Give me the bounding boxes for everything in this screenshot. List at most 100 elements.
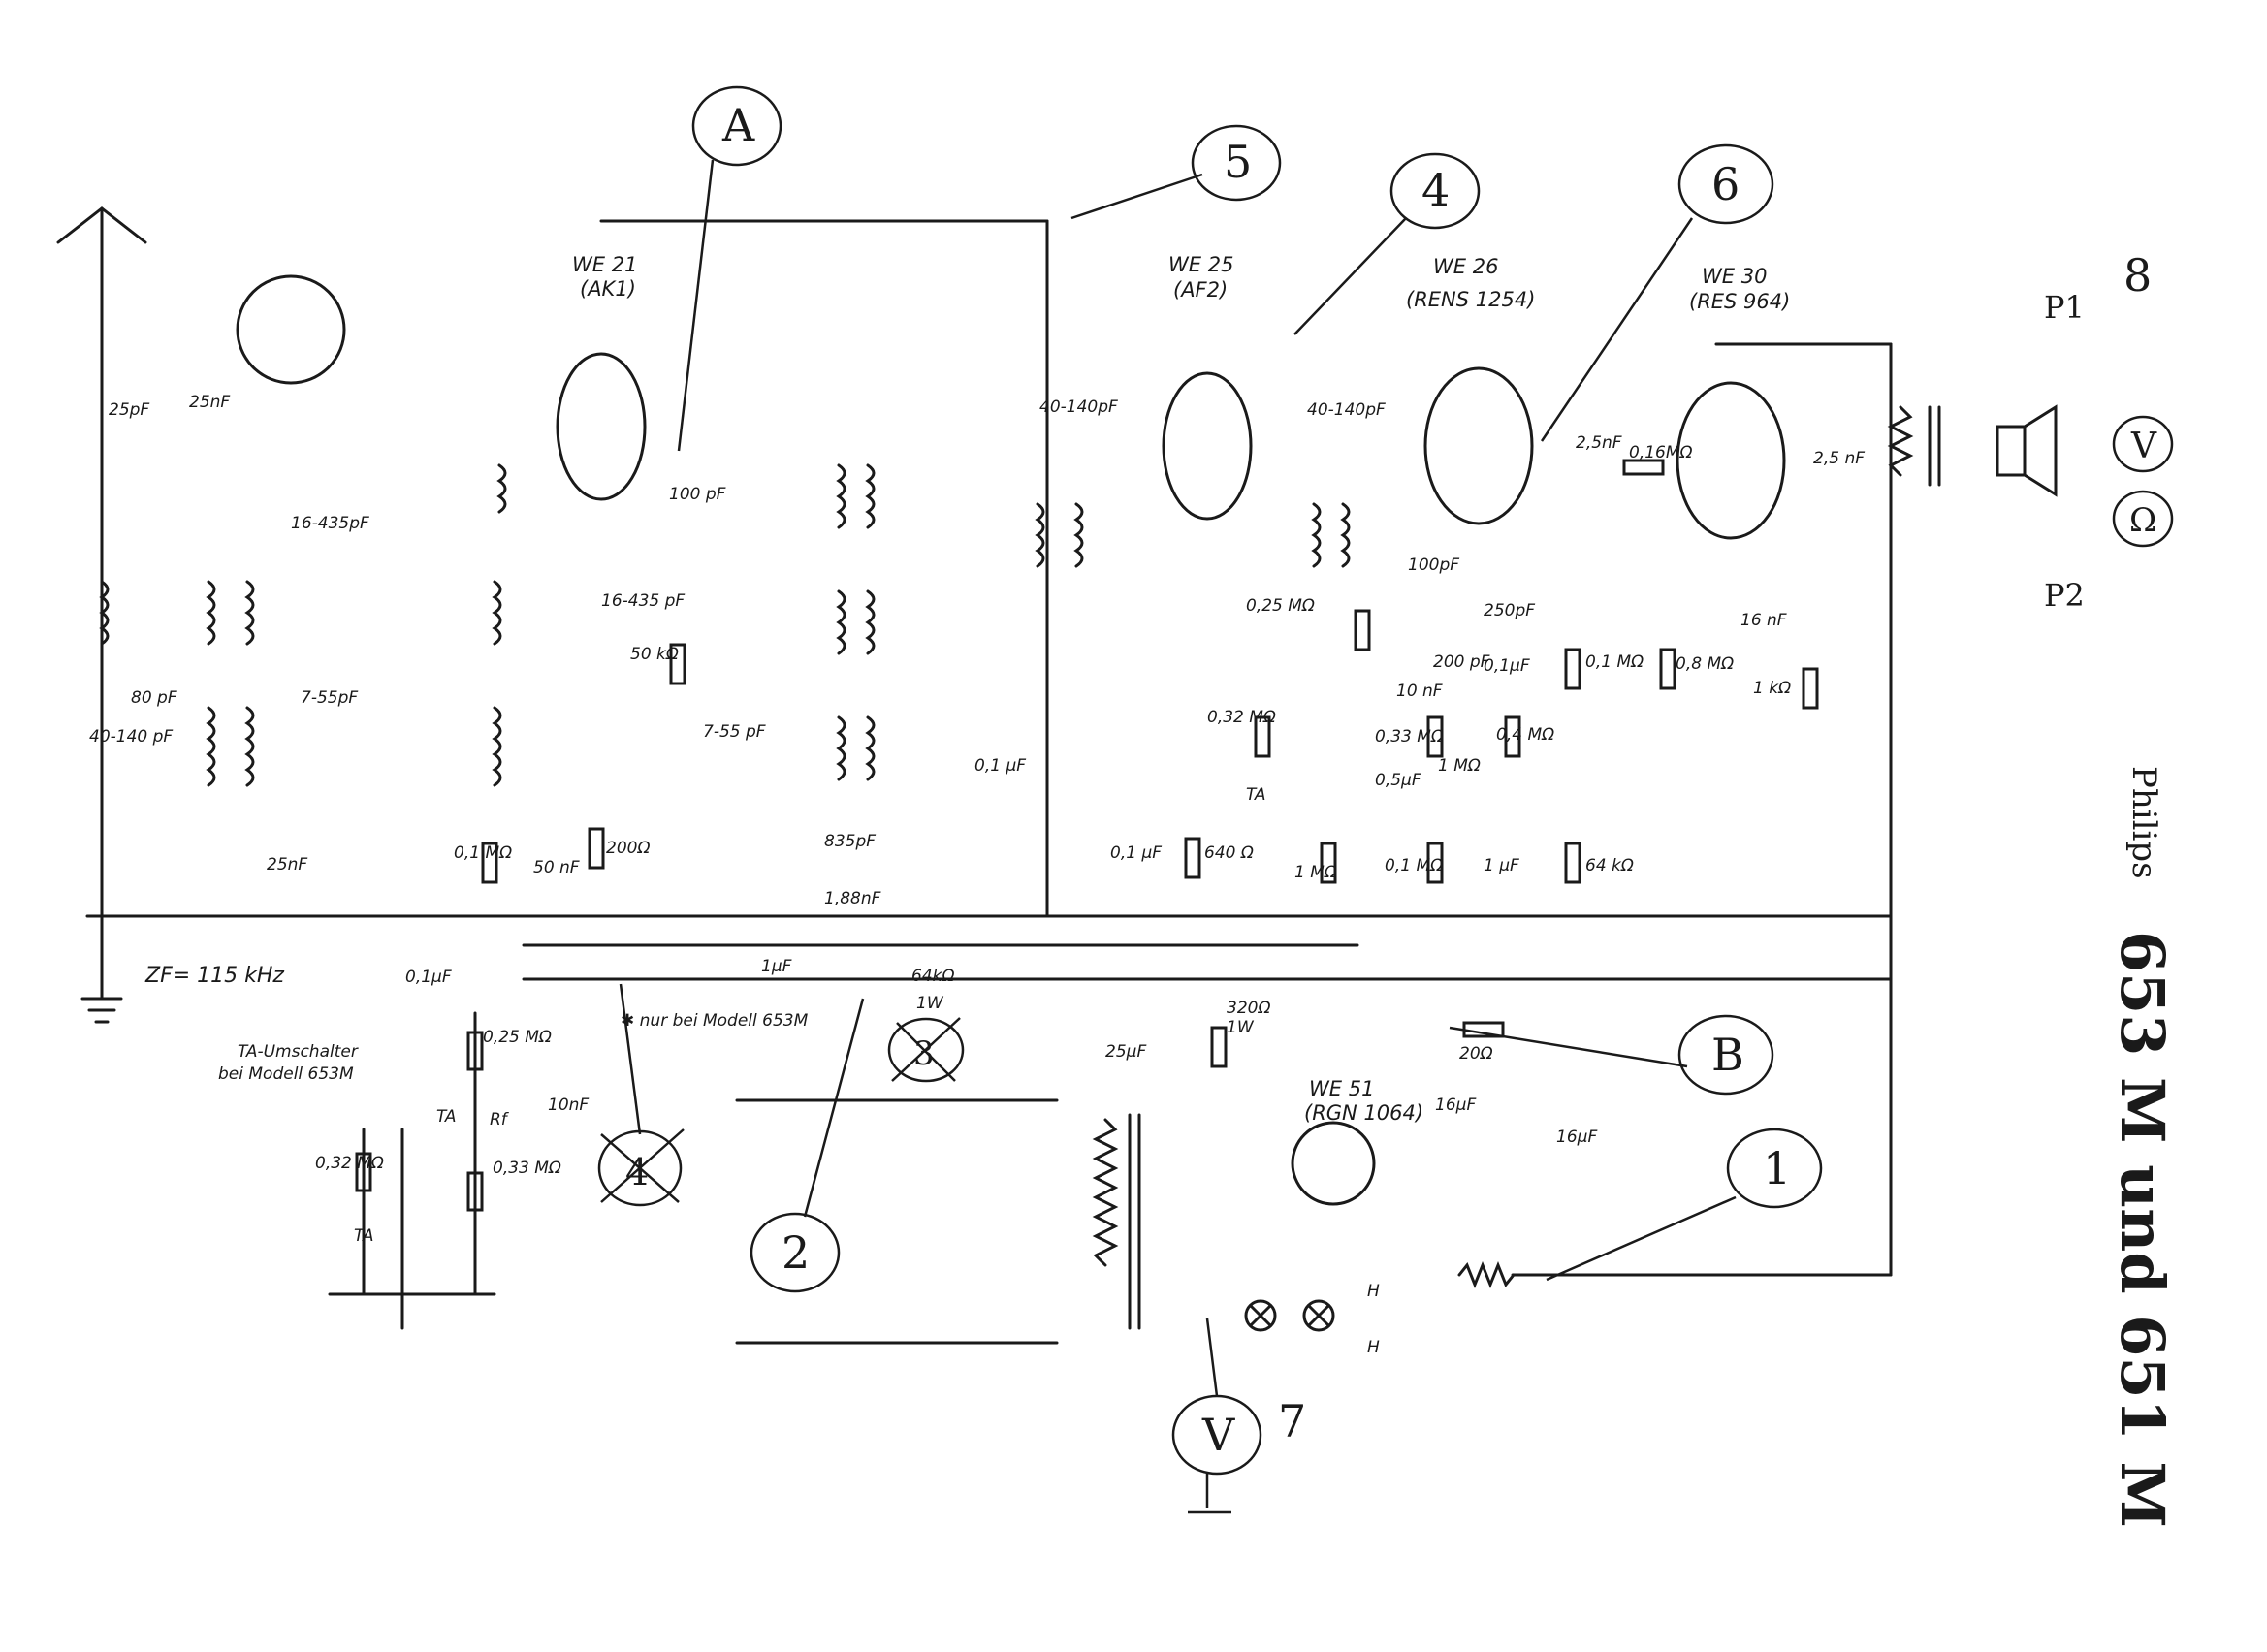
earth-symbol xyxy=(80,997,123,1024)
label-comp: 16μF xyxy=(1435,1096,1476,1115)
marker-circle-2 xyxy=(750,1212,841,1293)
tube-label-we25: WE 25 xyxy=(1168,253,1233,276)
tube-label-we21: WE 21 xyxy=(572,253,637,276)
ta-switch-sub: bei Modell 653M xyxy=(218,1064,354,1084)
hand-meter-ohm: Ω xyxy=(2129,501,2156,540)
label-comp: 0,16MΩ xyxy=(1629,443,1693,462)
mains-label: H xyxy=(1367,1338,1380,1357)
tube-we51 xyxy=(1291,1121,1376,1206)
tube-code-we25: (AF2) xyxy=(1173,278,1228,302)
model-title: 653 M und 651 M xyxy=(2107,931,2178,1528)
ta-label: TA xyxy=(1246,785,1265,805)
label-comp: 1 MΩ xyxy=(1294,863,1337,882)
ta-switch-title: TA-Umschalter xyxy=(238,1042,359,1062)
tube-we30 xyxy=(1676,381,1786,540)
label-comp: 25pF xyxy=(109,400,149,420)
tube-code-we51: (RGN 1064) xyxy=(1304,1101,1423,1125)
ta-switch-label: TA xyxy=(354,1226,373,1246)
label-comp: 250pF xyxy=(1484,601,1535,620)
hand-crossed-4: 4 xyxy=(625,1151,649,1193)
label-comp: 200 pF xyxy=(1433,652,1490,672)
label-comp: 200Ω xyxy=(606,839,650,858)
hand-8: 8 xyxy=(2123,249,2152,302)
ta-switch-label: Rf xyxy=(490,1110,510,1129)
label-comp: 2,5nF xyxy=(1576,433,1622,453)
label-comp: 2,5 nF xyxy=(1813,449,1865,468)
label-comp: 1W xyxy=(1227,1018,1255,1037)
ta-switch-label: 0,25 MΩ xyxy=(483,1028,552,1047)
marker-circle-1 xyxy=(1726,1128,1823,1209)
label-comp: 16μF xyxy=(1556,1128,1597,1147)
marker-circle-4 xyxy=(1389,152,1481,230)
label-comp: 0,32 MΩ xyxy=(1207,708,1276,727)
hand-1: 1 xyxy=(1763,1142,1791,1194)
label-comp: 0,1 MΩ xyxy=(454,843,512,863)
hand-v: V xyxy=(1201,1409,1235,1461)
ta-switch-label: TA xyxy=(436,1107,456,1127)
tube-label-we51: WE 51 xyxy=(1309,1077,1374,1100)
label-comp: 64kΩ xyxy=(911,967,954,986)
zf-note: ZF= 115 kHz xyxy=(144,964,284,988)
label-comp: 0,1 μF xyxy=(1110,843,1162,863)
zf-cap-label: 0,1μF xyxy=(405,968,452,987)
label-comp: 40-140 pF xyxy=(89,727,173,747)
label-comp: 0,25 MΩ xyxy=(1246,596,1315,616)
crossed-circle-3 xyxy=(887,1017,965,1083)
label-comp: 40-140pF xyxy=(1307,400,1386,420)
label-comp: 640 Ω xyxy=(1204,843,1254,863)
label-comp: 64 kΩ xyxy=(1585,856,1634,875)
tube-code-we26: (RENS 1254) xyxy=(1406,288,1535,311)
label-comp: 100 pF xyxy=(669,485,726,504)
speaker-symbol xyxy=(1996,425,2027,477)
brand-label: Philips xyxy=(2124,766,2163,879)
label-comp: 40-140pF xyxy=(1039,397,1118,417)
meter-circle-ohm xyxy=(2112,490,2174,548)
label-comp: 16-435 pF xyxy=(601,591,685,611)
mains-label: H xyxy=(1367,1282,1380,1301)
label-comp: 0,1 MΩ xyxy=(1585,652,1644,672)
hand-7: 7 xyxy=(1278,1395,1306,1447)
label-comp: 7-55 pF xyxy=(703,722,766,742)
tube-code-we21: (AK1) xyxy=(580,277,636,301)
label-comp: 100pF xyxy=(1408,556,1459,575)
label-comp: 0,4 MΩ xyxy=(1496,725,1554,745)
label-comp: 1 MΩ xyxy=(1438,756,1481,776)
label-comp: 1μF xyxy=(761,957,792,976)
label-comp: 0,33 MΩ xyxy=(1375,727,1444,747)
label-comp: 16 nF xyxy=(1740,611,1787,630)
hand-6: 6 xyxy=(1711,158,1740,210)
hand-p1: P1 xyxy=(2044,289,2085,326)
label-comp: 1,88nF xyxy=(824,889,881,908)
label-comp: 0,1μF xyxy=(1484,656,1530,676)
hand-a: A xyxy=(721,99,755,151)
marker-circle-5 xyxy=(1191,124,1282,202)
hand-b: B xyxy=(1711,1029,1744,1081)
label-comp: 0,8 MΩ xyxy=(1676,654,1734,674)
label-comp: 25nF xyxy=(189,393,230,412)
tube-label-we30: WE 30 xyxy=(1702,265,1767,288)
tube-code-we30: (RES 964) xyxy=(1689,290,1790,313)
label-comp: 1 kΩ xyxy=(1753,679,1791,698)
label-comp: 0,1 μF xyxy=(974,756,1026,776)
ta-switch-label: 0,32 MΩ xyxy=(315,1154,384,1173)
marker-circle-a xyxy=(691,85,782,167)
ta-switch-label: 10nF xyxy=(548,1096,589,1115)
label-comp: 50 kΩ xyxy=(630,645,679,664)
ta-switch-label: 0,33 MΩ xyxy=(493,1159,561,1178)
label-comp: 0,1 MΩ xyxy=(1385,856,1443,875)
marker-circle-b xyxy=(1677,1014,1774,1096)
marker-circle-6 xyxy=(1677,143,1774,225)
hand-2: 2 xyxy=(782,1226,810,1279)
label-comp: 25μF xyxy=(1105,1042,1146,1062)
label-comp: 20Ω xyxy=(1459,1044,1493,1064)
label-comp: 7-55pF xyxy=(301,688,358,708)
tube-we25 xyxy=(1162,371,1253,521)
tube-we21 xyxy=(556,352,647,501)
label-comp: 16-435pF xyxy=(291,514,369,533)
hand-p2: P2 xyxy=(2044,577,2085,614)
label-comp: 10 nF xyxy=(1396,682,1443,701)
band-switch xyxy=(236,274,346,385)
label-comp: 25nF xyxy=(267,855,307,874)
